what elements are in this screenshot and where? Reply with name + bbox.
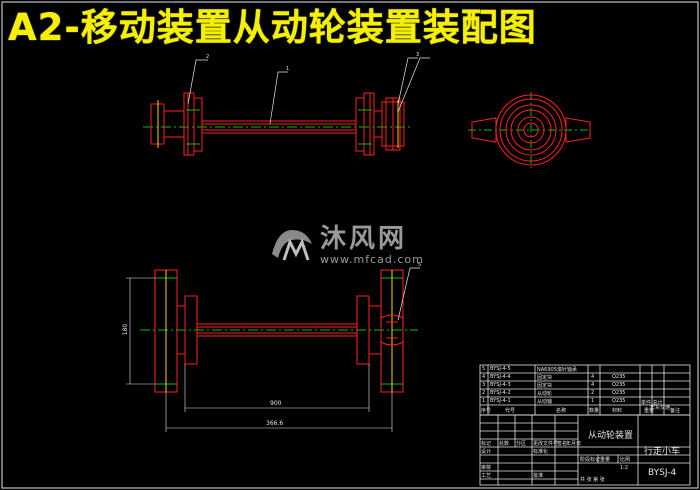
tb-date: 年月日 xyxy=(566,441,582,447)
header-qty: 数量 xyxy=(589,408,600,414)
tb-stage: 阶段标记 xyxy=(580,457,601,463)
balloon-2: 2 xyxy=(206,54,210,60)
tb-product-name: 行走小车 xyxy=(644,447,681,457)
part-no: 4 xyxy=(482,374,486,380)
drawing-title: A2-移动装置从动轮装置装配图 xyxy=(8,6,537,49)
header-remark: 备注 xyxy=(670,408,681,414)
watermark-url: www.mfcad.com xyxy=(320,252,424,266)
part-code: BYSJ-4-4 xyxy=(490,374,511,380)
header-mass: 重量 xyxy=(644,408,655,414)
part-no: 2 xyxy=(482,390,486,396)
part-qty: 2 xyxy=(591,390,595,396)
part-code: BYSJ-4-5 xyxy=(490,366,511,372)
dim-overall-width: 366.6 xyxy=(266,420,284,427)
tb-scale-value: 1:2 xyxy=(620,465,629,471)
tb-weight: 重量 xyxy=(600,457,611,463)
part-code: BYSJ-4-3 xyxy=(490,382,511,388)
part-material: Q235 xyxy=(612,398,626,404)
part-name: 固定块 xyxy=(537,375,553,381)
tb-change-doc: 更改文件号 xyxy=(533,441,559,447)
header-weight: 单件 总计 xyxy=(641,400,663,406)
tb-scale: 比例 xyxy=(620,457,631,463)
front-view-assembly xyxy=(143,57,430,156)
part-name: 固定块 xyxy=(537,383,553,389)
part-qty: 4 xyxy=(591,382,595,388)
tb-drawing-name: 从动轮装置 xyxy=(588,431,634,441)
header-no: 序号 xyxy=(481,408,492,414)
tb-approve: 批准 xyxy=(533,473,544,479)
header-name: 名称 xyxy=(556,408,567,414)
header-code: 代号 xyxy=(505,408,516,414)
part-name: 从动轮 xyxy=(537,391,553,397)
part-material: Q235 xyxy=(612,382,626,388)
tb-sign: 签名 xyxy=(557,441,568,447)
dim-inner-width: 900 xyxy=(270,400,282,407)
tb-sheets: 共 张 第 张 xyxy=(580,477,605,483)
part-no: 5 xyxy=(482,366,486,372)
title-block-grid xyxy=(479,364,691,486)
part-no: 1 xyxy=(482,398,486,404)
tb-zone: 分区 xyxy=(516,441,527,447)
tb-org: 华东交通 xyxy=(650,405,671,411)
tb-drawing-no: BYSJ-4 xyxy=(648,468,677,478)
part-material: Q235 xyxy=(612,390,626,396)
side-view-wheel xyxy=(468,92,591,168)
balloon-1: 1 xyxy=(286,66,290,72)
part-name: 从动轴 xyxy=(537,399,553,405)
part-code: BYSJ-4-1 xyxy=(490,398,511,404)
watermark-logo-icon xyxy=(272,230,312,261)
dim-height: 180 xyxy=(122,323,130,336)
tb-process: 工艺 xyxy=(481,473,492,479)
part-qty: 4 xyxy=(591,374,595,380)
tb-check: 审核 xyxy=(481,465,492,471)
watermark: 沐风网 www.mfcad.com xyxy=(268,224,424,266)
part-material: Q235 xyxy=(612,374,626,380)
balloon-5: 5 xyxy=(418,262,422,268)
part-code: BYSJ-4-2 xyxy=(490,390,511,396)
tb-mark: 标记 xyxy=(481,441,492,447)
part-name: NA6905滚针轴承 xyxy=(537,367,577,373)
tb-standard: 标准化 xyxy=(533,449,549,455)
part-qty: 1 xyxy=(591,398,595,404)
tb-count: 处数 xyxy=(499,441,510,447)
header-material: 材料 xyxy=(612,408,623,414)
balloon-3: 3 xyxy=(416,52,420,58)
tb-design: 设计 xyxy=(481,449,492,455)
part-no: 3 xyxy=(482,382,486,388)
top-view-assembly xyxy=(126,267,420,432)
watermark-brand: 沐风网 xyxy=(320,223,408,254)
